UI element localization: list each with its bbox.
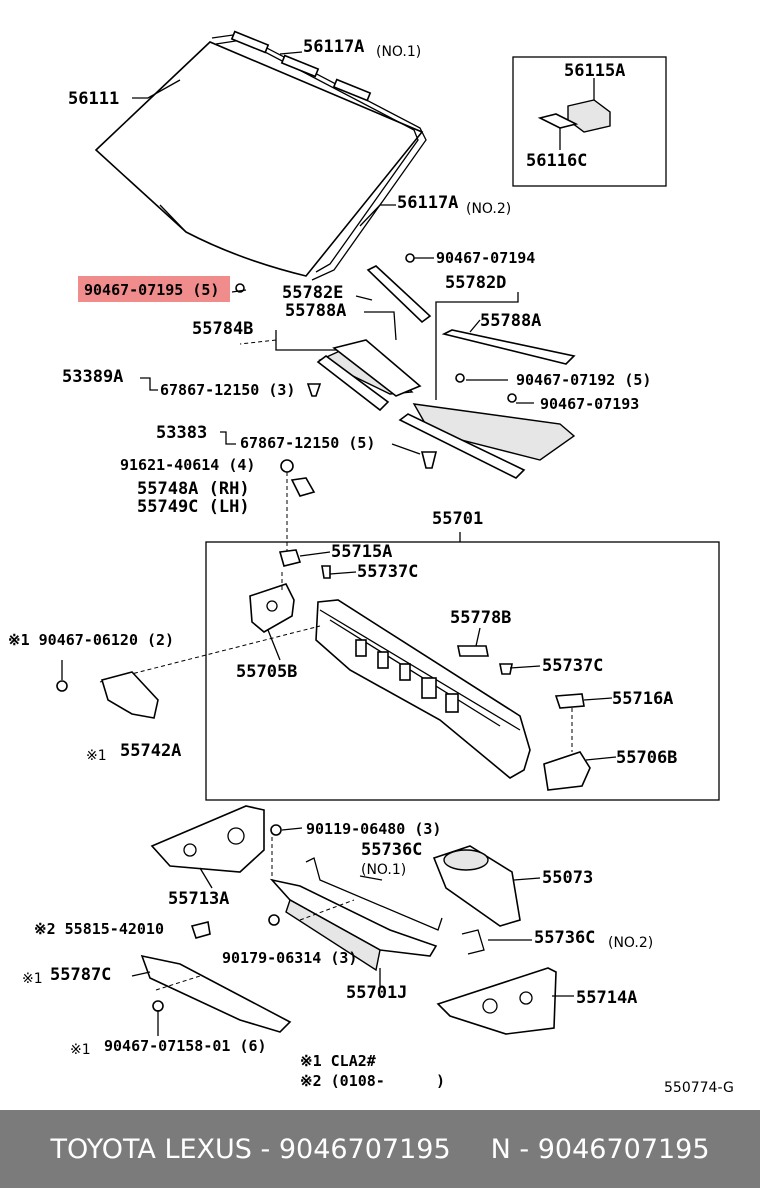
- label-no1-b: (NO.1): [361, 862, 406, 878]
- label-55778B: 55778B: [450, 608, 511, 628]
- label-67867-12150-5: 67867-12150 (5): [240, 434, 375, 452]
- label-55815-42010: ※2 55815-42010: [34, 920, 164, 938]
- label-55742A-mark: ※1: [86, 748, 107, 764]
- label-56117A-no2: 56117A: [397, 193, 458, 213]
- lower-side-panel-55713A: [150, 805, 265, 889]
- note-0108: ※2 (0108-: [300, 1072, 385, 1090]
- label-55782E: 55782E: [282, 283, 343, 303]
- leader-lines-upper: [132, 51, 595, 455]
- label-90119-06480: 90119-06480 (3): [306, 820, 441, 838]
- bracket-55748A: [286, 472, 461, 560]
- diagram-reference-code: 550774-G: [664, 1080, 734, 1096]
- label-55713A: 55713A: [168, 889, 229, 909]
- label-90467-06120: ※1 90467-06120 (2): [8, 631, 174, 649]
- side-panel-55714A: [436, 967, 574, 1035]
- label-55706B: 55706B: [616, 748, 677, 768]
- bracket-55742A: [56, 660, 159, 719]
- part-labels: 56117A (NO.1) 56111 56115A 56116C 56117A…: [8, 37, 734, 1096]
- label-55742A: 55742A: [120, 741, 181, 761]
- label-55705B: 55705B: [236, 662, 297, 682]
- label-53389A: 53389A: [62, 367, 123, 387]
- windshield-molding-56117A: [211, 30, 427, 281]
- wire-rod-55736C: [305, 857, 532, 955]
- windshield-glass-56111: [94, 41, 424, 277]
- label-55787C: 55787C: [50, 965, 111, 985]
- cowl-louver-left-55782E: [316, 265, 432, 412]
- cowl-louver-right-55782D: [398, 329, 576, 479]
- label-55701J: 55701J: [346, 983, 407, 1003]
- label-90467-07194: 90467-07194: [436, 249, 535, 267]
- label-55716A: 55716A: [612, 689, 673, 709]
- footer-n-part-number: N - 9046707195: [490, 1133, 710, 1165]
- highlight-90467-07195: [78, 276, 230, 302]
- footer-brand-part-number: TOYOTA LEXUS - 9046707195: [50, 1133, 451, 1165]
- label-55784B: 55784B: [192, 319, 253, 339]
- label-55701: 55701: [432, 509, 483, 529]
- label-no1-a: (NO.1): [376, 44, 421, 60]
- label-90467-07192: 90467-07192 (5): [516, 371, 651, 389]
- label-55782D: 55782D: [445, 273, 506, 293]
- label-90179-06314: 90179-06314 (3): [222, 949, 357, 967]
- inset-box: [512, 56, 667, 187]
- cowl-duct-55073: [432, 845, 541, 927]
- label-91621-40614: 91621-40614 (4): [120, 456, 255, 474]
- label-56111: 56111: [68, 89, 119, 109]
- footer-bar: TOYOTA LEXUS - 9046707195 N - 9046707195: [0, 1110, 760, 1188]
- side-panel-55787C: [131, 954, 292, 1036]
- label-67867-12150-3: 67867-12150 (3): [160, 381, 295, 399]
- label-55749C: 55749C (LH): [137, 497, 250, 517]
- label-90467-07158: 90467-07158-01 (6): [104, 1037, 267, 1055]
- clips: [235, 253, 517, 473]
- label-55788A-right: 55788A: [480, 311, 541, 331]
- label-55748A: 55748A (RH): [137, 479, 250, 499]
- label-no2-b: (NO.2): [608, 935, 653, 951]
- parts-diagram: 56117A (NO.1) 56111 56115A 56116C 56117A…: [8, 30, 734, 1096]
- label-55073: 55073: [542, 868, 593, 888]
- leader-lines-panel: [267, 551, 617, 761]
- label-90467-07195: 90467-07195 (5): [84, 281, 219, 299]
- note-0108-end: ): [436, 1072, 445, 1090]
- label-90467-07193: 90467-07193: [540, 395, 639, 413]
- label-55736C-no2: 55736C: [534, 928, 595, 948]
- label-55788A-left: 55788A: [285, 301, 346, 321]
- label-56115A: 56115A: [564, 61, 625, 81]
- label-55787C-mark: ※1: [22, 971, 43, 987]
- label-55737C-upper: 55737C: [357, 562, 418, 582]
- label-55714A: 55714A: [576, 988, 637, 1008]
- label-90467-07158-mark: ※1: [70, 1042, 91, 1058]
- clip-pad-55815: [190, 921, 211, 939]
- label-no2-a: (NO.2): [466, 201, 511, 217]
- cowl-lower-55701J: [268, 824, 438, 986]
- label-55715A: 55715A: [331, 542, 392, 562]
- label-55736C-no1: 55736C: [361, 840, 422, 860]
- label-56117A-no1: 56117A: [303, 37, 364, 57]
- label-55737C-lower: 55737C: [542, 656, 603, 676]
- label-53383: 53383: [156, 423, 207, 443]
- label-56116C: 56116C: [526, 151, 587, 171]
- cowl-panel-box-55701: [99, 541, 720, 801]
- note-cla2: ※1 CLA2#: [300, 1052, 376, 1070]
